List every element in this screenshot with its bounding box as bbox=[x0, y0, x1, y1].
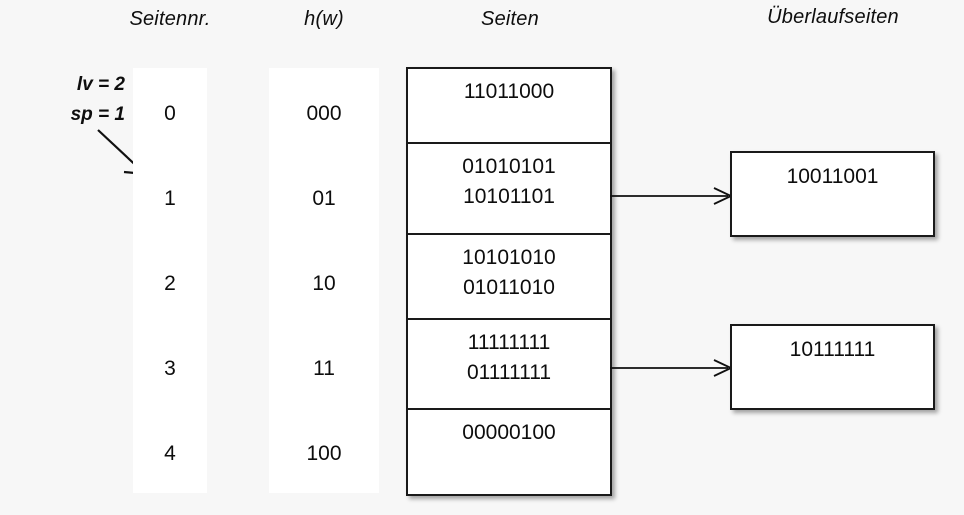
seiten-row-1: 01010101 10101101 bbox=[408, 144, 610, 235]
seiten-row-0: 11011000 bbox=[408, 69, 610, 144]
seiten-row-4: 00000100 bbox=[408, 410, 610, 494]
seitennr-cell-4: 4 bbox=[164, 442, 176, 465]
seitennr-cell-0: 0 bbox=[164, 102, 176, 125]
annotation-lv: lv = 2 bbox=[76, 74, 125, 95]
seiten-row-2: 10101010 01011010 bbox=[408, 235, 610, 320]
seiten-entry: 11011000 bbox=[463, 80, 555, 103]
seiten-entry: 01010101 bbox=[462, 155, 556, 178]
right-arrow-icon bbox=[610, 187, 734, 205]
hw-cell-0: 000 bbox=[306, 102, 342, 125]
hw-cell-1: 01 bbox=[312, 187, 336, 210]
hash-value-column: 000 01 10 11 100 bbox=[269, 68, 379, 493]
seiten-entry: 10101010 bbox=[462, 246, 556, 269]
column-header-hw: h(w) bbox=[304, 8, 344, 30]
seitennr-cell-3: 3 bbox=[164, 357, 176, 380]
seitennr-column: 0 1 2 3 4 bbox=[133, 68, 207, 493]
seiten-entry: 01111111 bbox=[466, 361, 552, 384]
parameter-annotation: lv = 2 sp = 1 bbox=[10, 70, 125, 130]
seitennr-cell-2: 2 bbox=[164, 272, 176, 295]
hw-cell-2: 10 bbox=[312, 272, 336, 295]
annotation-sp: sp = 1 bbox=[70, 104, 125, 125]
seiten-row-3: 11111111 01111111 bbox=[408, 320, 610, 410]
seiten-entry: 11111111 bbox=[467, 331, 551, 354]
overflow-page-0: 10011001 bbox=[730, 151, 935, 237]
hw-cell-4: 100 bbox=[306, 442, 342, 465]
right-arrow-icon bbox=[610, 359, 734, 377]
seiten-entry: 00000100 bbox=[462, 421, 556, 444]
seitennr-cell-1: 1 bbox=[164, 187, 176, 210]
column-header-ueberlaufseiten: Überlaufseiten bbox=[767, 6, 899, 28]
overflow-entry: 10111111 bbox=[789, 338, 876, 361]
overflow-entry: 10011001 bbox=[786, 165, 879, 188]
column-header-seiten: Seiten bbox=[481, 8, 539, 30]
column-header-seitennr: Seitennr. bbox=[129, 8, 211, 30]
seiten-table: 11011000 01010101 10101101 10101010 0101… bbox=[406, 67, 612, 496]
overflow-page-1: 10111111 bbox=[730, 324, 935, 410]
seiten-entry: 10101101 bbox=[463, 185, 555, 208]
seiten-entry: 01011010 bbox=[463, 276, 555, 299]
hw-cell-3: 11 bbox=[313, 357, 335, 380]
